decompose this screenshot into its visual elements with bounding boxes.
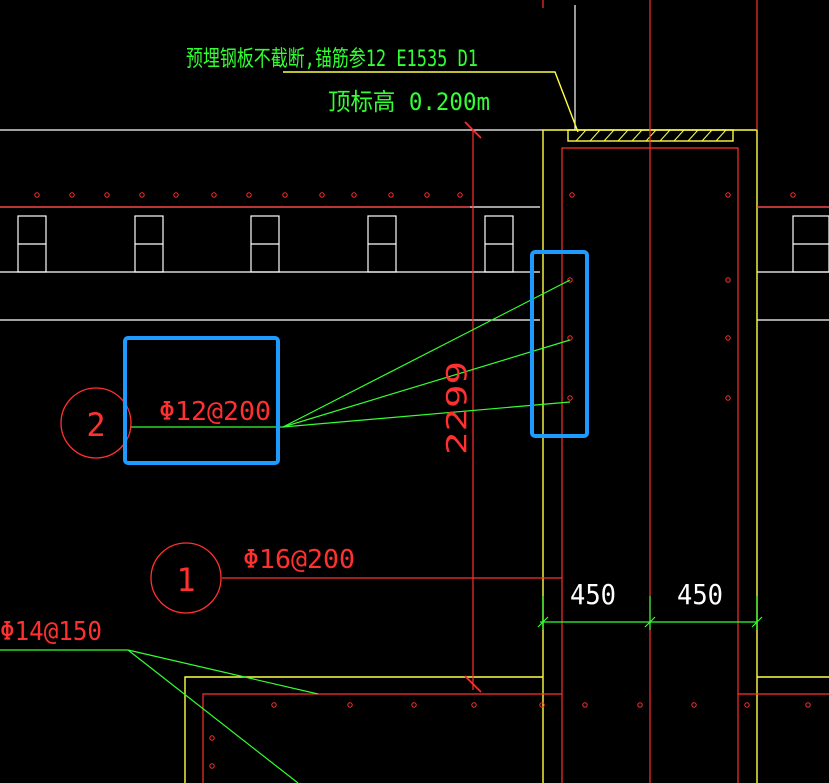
slab-rebar-top	[202, 693, 562, 783]
highlight-box-column-rebars[interactable]	[530, 250, 589, 438]
rebar2-tag: 2	[86, 406, 105, 444]
highlight-box-rebar-label[interactable]	[123, 336, 280, 465]
top-elevation-note: 顶标高 0.200m	[328, 88, 490, 116]
embed-leader	[283, 71, 579, 133]
dim-tick-bottom	[464, 675, 482, 693]
rebar3-leader-a	[127, 649, 319, 695]
rebar1-tag: 1	[176, 561, 195, 599]
rebar2-callout-circle	[60, 387, 132, 459]
rebar-dots	[34, 192, 811, 769]
width-dimension-left: 450	[570, 578, 616, 611]
dim-tick-top	[464, 121, 482, 139]
rebar2-leader-b	[282, 339, 571, 428]
rebar2-leader-a	[282, 279, 571, 428]
rebar-section-boxes	[17, 215, 829, 273]
rebar1-callout-circle	[150, 542, 222, 614]
embed-plate-note: 预埋钢板不截断,锚筋参12 E1535 D1	[186, 47, 478, 72]
slab-outline-left	[184, 676, 543, 783]
leader-lines	[0, 279, 763, 783]
rebar2-spec: Φ12@200	[159, 397, 271, 427]
height-dimension: 2299	[440, 361, 473, 455]
width-dimension-right: 450	[677, 578, 723, 611]
rebar3-leader-b	[127, 649, 299, 783]
rebar3-spec: Φ14@150	[0, 617, 102, 647]
rebar1-spec: Φ16@200	[243, 545, 355, 575]
rebar2-leader-c	[282, 401, 571, 428]
embed-plate-hatch	[575, 129, 727, 142]
